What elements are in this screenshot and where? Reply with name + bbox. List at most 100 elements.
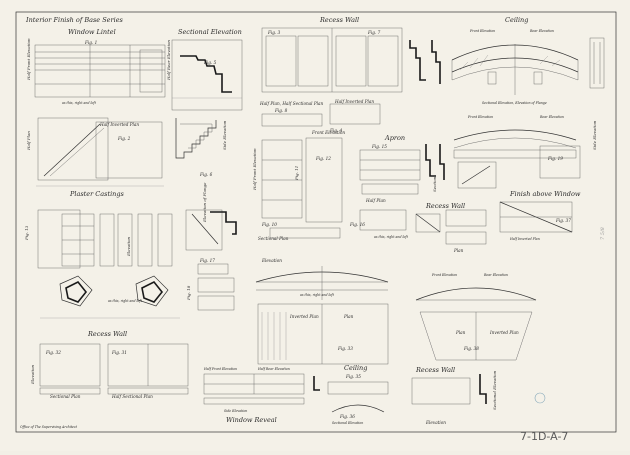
sheet-title: Interior Finish of Base Series bbox=[25, 16, 124, 24]
fig-36-label: Fig. 36 bbox=[339, 414, 355, 419]
half-inverted-plan-label-3: Half Inverted Plan bbox=[509, 237, 540, 241]
half-rear-elevation-label: Half Rear Elevation bbox=[166, 40, 171, 81]
elevation-label-br: Elevation bbox=[425, 420, 446, 425]
half-front-elevation-label: Half Front Elevation bbox=[26, 38, 31, 81]
sectional-elevation-group: Sectional Elevation Fig. 5 bbox=[171, 28, 243, 111]
elevation-label-pc: Elevation bbox=[126, 236, 131, 257]
arch-plan bbox=[419, 311, 533, 361]
sectional-elevation-label-br: Sectional Elevation bbox=[492, 370, 497, 410]
footer-note: Office of The Supervising Architect bbox=[20, 425, 78, 429]
half-rear-elevation-label-wr: Half Rear Elevation bbox=[257, 367, 290, 371]
fig-33-label: Fig. 33 bbox=[337, 346, 353, 351]
fig-4-label: Fig. 4 bbox=[329, 128, 343, 133]
recess-wall-mid-group: Recess Wall Plan as this, right and left bbox=[359, 202, 487, 253]
window-lintel-elevation bbox=[34, 44, 166, 98]
recess-wall-bottom-right-group: Front Elevation Rear Elevation Plan Inve… bbox=[411, 273, 537, 425]
side-elevation-label-2: Side Elevation bbox=[592, 120, 597, 150]
fig-2-label: Fig. 2 bbox=[117, 136, 131, 141]
corner-note: as this, right and left bbox=[108, 299, 143, 303]
front-elevation-center-group: Half Front Elevation Front Elevation Fig… bbox=[252, 130, 365, 241]
plan-label-br: Plan bbox=[455, 330, 466, 335]
rear-elevation-label-3: Rear Elevation bbox=[539, 115, 564, 119]
fig-18-label: Fig. 18 bbox=[186, 285, 191, 301]
plan-panel bbox=[257, 303, 389, 365]
stamp-circle bbox=[534, 392, 546, 404]
fig-6-label: Fig. 6 bbox=[199, 172, 213, 177]
ceiling-bottom-group: Ceiling Fig. 35 Fig. 36 Sectional Elevat… bbox=[327, 364, 389, 425]
finish-above-window-title: Finish above Window bbox=[509, 190, 581, 198]
lintel-note: as this, right and left bbox=[62, 101, 97, 105]
elevation-label-lc: Elevation bbox=[261, 258, 282, 263]
margin-note: 7 5/8 bbox=[600, 227, 606, 240]
fig-16-label: Fig. 16 bbox=[349, 222, 365, 227]
fig-19-label: Fig. 19 bbox=[547, 156, 563, 161]
step-profile-group: Fig. 6 Side Elevation bbox=[175, 118, 227, 177]
half-front-elevation-label-wr: Half Front Elevation bbox=[203, 367, 237, 371]
window-reveal-group: Half Front Elevation Half Rear Elevation… bbox=[203, 367, 320, 424]
half-plan-label-apron: Half Plan bbox=[365, 198, 386, 203]
apron-group: Apron Fig. 15 Half Plan Section bbox=[359, 134, 445, 203]
fig-32-label: Fig. 32 bbox=[45, 350, 61, 355]
plaster-castings-title: Plaster Castings bbox=[69, 190, 125, 198]
fig-17-label: Fig. 17 bbox=[199, 258, 215, 263]
fig-13-label: Fig. 13 bbox=[24, 225, 29, 241]
half-front-elevation-label-2: Half Front Elevation bbox=[252, 148, 257, 191]
side-elevation-label: Side Elevation bbox=[222, 120, 227, 150]
corner-details-group: as this, right and left Fig. 18 bbox=[40, 275, 235, 319]
sectional-plan-label-1: Sectional Plan bbox=[258, 236, 289, 241]
sectional-elevation-label-cb: Sectional Elevation bbox=[332, 421, 363, 425]
recess-wall-top-title: Recess Wall bbox=[319, 16, 359, 24]
recess-wall-bottom-left-title: Recess Wall bbox=[87, 330, 127, 338]
sheet-border bbox=[15, 11, 617, 433]
inverted-plan-label-lc: Inverted Plan bbox=[289, 314, 319, 319]
fig-1-label: Fig. 1 bbox=[84, 40, 97, 45]
plaster-castings-group: Plaster Castings Fig. 13 Elevation Eleva… bbox=[24, 182, 237, 275]
half-plan-half-sectional-label: Half Plan, Half Sectional Plan bbox=[259, 101, 324, 106]
window-lintel-group: Window Lintel Fig. 1 Half Front Elevatio… bbox=[26, 28, 171, 105]
fig-38-label: Fig. 38 bbox=[463, 346, 479, 351]
fig-35-label: Fig. 35 bbox=[345, 374, 361, 379]
recess-wall-top-group: Recess Wall Fig. 3 Fig. 7 Half Plan, Hal… bbox=[259, 16, 441, 133]
half-sectional-plan-label-bl: Half Sectional Plan bbox=[111, 394, 153, 399]
fig-15-label: Fig. 15 bbox=[371, 144, 387, 149]
plan-label-lc: Plan bbox=[343, 314, 354, 319]
rear-elevation-label: Rear Elevation bbox=[529, 29, 554, 33]
front-elevation-label-2: Front Elevation bbox=[311, 130, 345, 135]
window-reveal-title: Window Reveal bbox=[226, 416, 277, 424]
fig-8-label: Fig. 8 bbox=[274, 108, 288, 113]
sectional-elevation-flange-label: Sectional Elevation, Elevation of Flange bbox=[482, 101, 547, 105]
fig-11-label: Fig. 11 bbox=[294, 166, 299, 181]
fig-7-label: Fig. 7 bbox=[367, 30, 381, 35]
elevation-of-flange-label: Elevation of Flange bbox=[202, 182, 207, 223]
fig-5-label: Fig. 5 bbox=[203, 60, 217, 65]
ceiling-bottom-title: Ceiling bbox=[344, 364, 367, 372]
lower-center-group: Elevation as this, right and left Invert… bbox=[255, 258, 389, 365]
molding-profile-1 bbox=[180, 55, 232, 93]
front-elevation-label-3: Front Elevation bbox=[467, 115, 493, 119]
arch-note: as this, right and left bbox=[300, 293, 335, 297]
recess-mid-note: as this, right and left bbox=[374, 235, 409, 239]
window-lintel-title: Window Lintel bbox=[68, 28, 116, 36]
plan-label-mid: Plan bbox=[453, 248, 464, 253]
front-elevation-label: Front Elevation bbox=[469, 29, 495, 33]
ceiling-top-title: Ceiling bbox=[505, 16, 528, 24]
side-elevation-label-wr: Side Elevation bbox=[224, 409, 247, 413]
inverted-plan-label-br: Inverted Plan bbox=[489, 330, 519, 335]
half-inverted-plan-label: Half Inverted Plan bbox=[334, 99, 374, 104]
recess-wall-mid-title: Recess Wall bbox=[425, 202, 465, 210]
pencil-notes: 7 5/8 bbox=[534, 227, 606, 404]
recess-wall-bottom-left-group: Recess Wall Fig. 32 Fig. 31 Elevation Se… bbox=[30, 330, 189, 399]
drawing-id-stamp: 7-1D-A-7 bbox=[520, 430, 568, 443]
fig-12-label: Fig. 12 bbox=[315, 156, 331, 161]
front-elevation-label-br: Front Elevation bbox=[431, 273, 457, 277]
apron-title: Apron bbox=[384, 134, 405, 142]
half-inverted-plan-label-2: Half Inverted Plan bbox=[99, 122, 139, 127]
half-plan-label: Half Plan bbox=[26, 131, 31, 151]
lintel-plans-group: Half Plan Half Inverted Plan Fig. 2 bbox=[26, 117, 164, 187]
fig-37-label: Fig. 37 bbox=[555, 218, 571, 223]
fig-10-label: Fig. 10 bbox=[261, 222, 277, 227]
section-label: Section bbox=[432, 176, 437, 192]
rear-elevation-label-br: Rear Elevation bbox=[483, 273, 508, 277]
